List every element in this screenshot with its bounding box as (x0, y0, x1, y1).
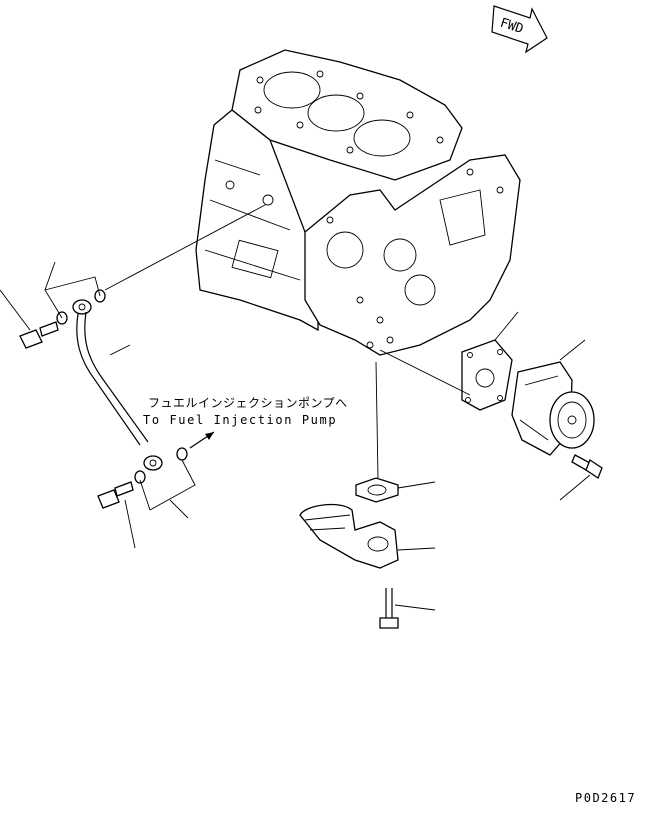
fwd-arrow-icon: FWD (491, 5, 548, 54)
oil-strainer-assembly (299, 361, 436, 629)
fuel-pipe-assembly (19, 289, 215, 509)
leader-lines-left (0, 204, 266, 549)
fwd-label: FWD (498, 16, 525, 38)
note-jp: フュエルインジェクションポンプへ (148, 396, 348, 410)
figure-code: P0D2617 (575, 791, 637, 805)
cylinder-block (195, 49, 521, 356)
oil-pump-assembly (379, 311, 603, 501)
note-en: To Fuel Injection Pump (143, 413, 338, 427)
